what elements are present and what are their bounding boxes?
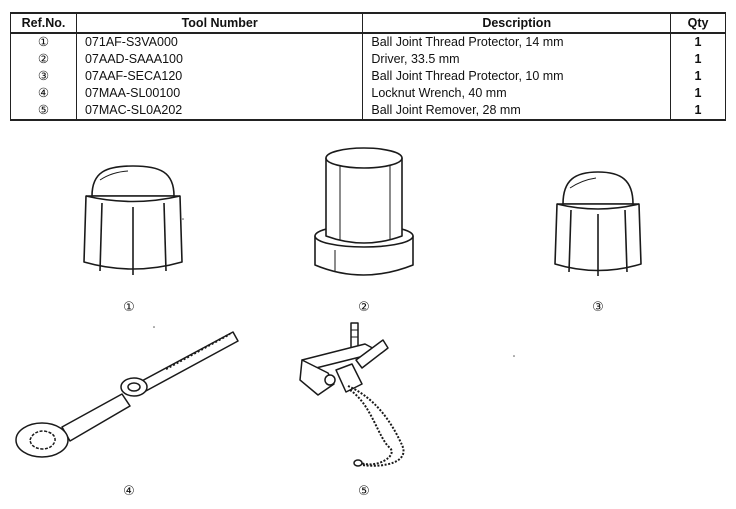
special-tools-table: Ref.No. Tool Number Description Qty ① 07… [10,12,726,121]
hex-cap-nut-icon [83,165,183,275]
header-description: Description [362,12,672,34]
tool-number-cell: 07MAA-SL00100 [75,85,364,102]
description-cell: Ball Joint Remover, 28 mm [362,102,672,121]
qty-cell: 1 [670,33,726,51]
description-cell: Ball Joint Thread Protector, 14 mm [362,33,672,51]
table-header-row: Ref.No. Tool Number Description Qty [10,12,726,34]
description-cell: Locknut Wrench, 40 mm [362,85,672,102]
table-row: ① 071AF-S3VA000 Ball Joint Thread Protec… [10,33,726,51]
header-qty: Qty [670,12,726,34]
ball-joint-remover-icon [299,322,405,467]
hex-cap-nut-icon [554,171,642,276]
cylindrical-driver-icon [314,147,414,276]
figure-label-2: ② [358,300,370,315]
tool-number-cell: 071AF-S3VA000 [75,33,364,51]
figure-label-1: ① [123,300,135,315]
header-tool-number: Tool Number [75,12,364,34]
header-ref-no: Ref.No. [10,12,77,34]
qty-cell: 1 [670,51,726,68]
qty-cell: 1 [670,85,726,102]
tool-number-cell: 07AAD-SAAA100 [75,51,364,68]
figure-label-5: ⑤ [358,484,370,499]
description-cell: Ball Joint Thread Protector, 10 mm [362,68,672,85]
locknut-wrench-icon [15,331,239,458]
tool-number-cell: 07MAC-SL0A202 [75,102,364,121]
table-row: ③ 07AAF-SECA120 Ball Joint Thread Protec… [10,68,726,85]
table-row: ② 07AAD-SAAA100 Driver, 33.5 mm 1 [10,51,726,68]
table-row: ④ 07MAA-SL00100 Locknut Wrench, 40 mm 1 [10,85,726,102]
qty-cell: 1 [670,102,726,121]
figure-label-4: ④ [123,484,135,499]
qty-cell: 1 [670,68,726,85]
table-row: ⑤ 07MAC-SL0A202 Ball Joint Remover, 28 m… [10,102,726,121]
figure-label-3: ③ [592,300,604,315]
tool-number-cell: 07AAF-SECA120 [75,68,364,85]
